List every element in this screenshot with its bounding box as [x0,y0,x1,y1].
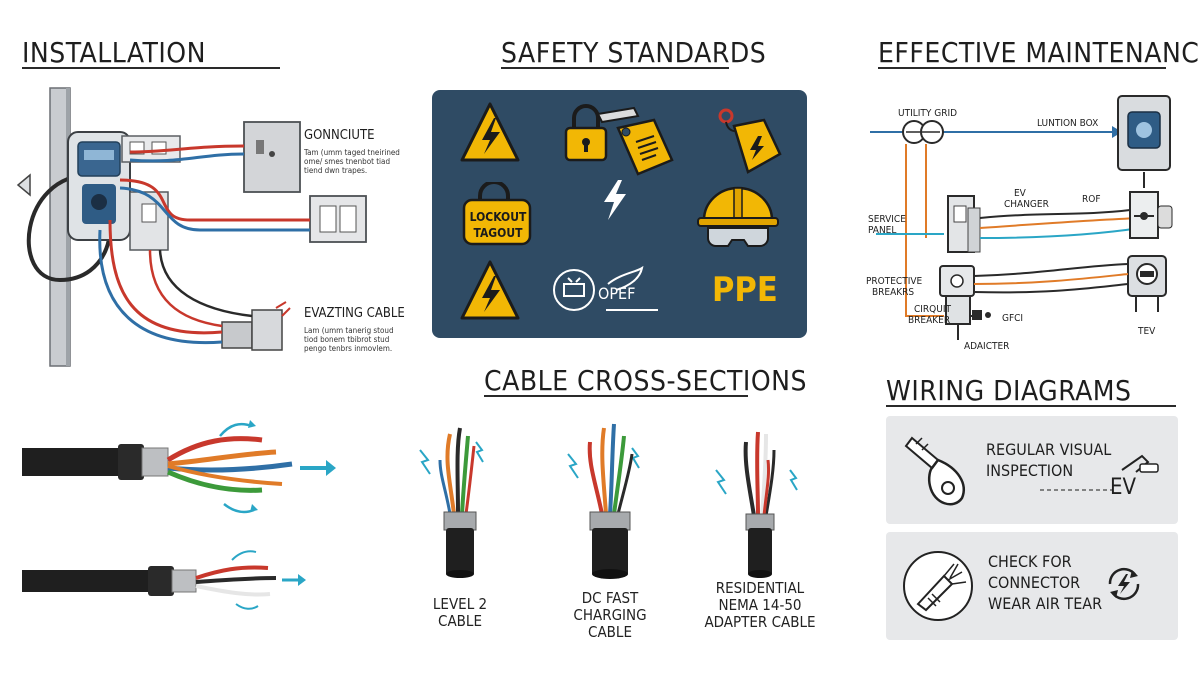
ev-charger-label-1: EV [1014,188,1026,199]
wiring-diagrams-heading: WIRING DIAGRAMS [886,374,1132,407]
dc-fast-cable-caption-3: CABLE [588,623,632,641]
installation-label-bottom: EVAZTING CABLE [304,306,405,321]
connector-wear-icon [903,551,973,621]
ev-plug-icon [1040,454,1159,491]
adapter-label: ADAICTER [964,341,1010,352]
installation-heading: INSTALLATION [22,36,206,69]
level2-cable-caption-1: LEVEL 2 [432,595,488,613]
nema-cable-caption-3: ADAPTER CABLE [704,613,816,631]
nema-cable-caption-2: NEMA 14-50 [718,596,802,614]
wiring-diagrams-heading-rule [886,405,1176,407]
connector-wear-text-2: CONNECTOR [988,573,1081,592]
warning-sign-icon [460,102,520,162]
effective-maintenance-heading-rule [878,67,1166,69]
tagout-text: TAGOUT [473,226,523,240]
installation-note-bottom-3: pengo tenbrs inmovlem. [304,344,393,353]
lockout-text: LOCKOUT [469,210,527,224]
gfci-label: GFCI [1002,313,1024,324]
utility-grid-label: UTILITY GRID [898,108,958,119]
dc-fast-cable-caption-1: DC FAST [581,589,639,607]
installation-heading-rule [22,67,280,69]
maintenance-wiring-diagram [870,95,1173,340]
installation-note-bottom-1: Lam (umm tanerig stoud [304,326,394,335]
protective-breakers-label-1: PROTECTIVE [866,276,923,287]
level2-cable-caption-2: CABLE [438,612,482,630]
visual-inspection-text-1: REGULAR VISUAL [986,440,1112,459]
installation-note-top-3: tiend dwn trapes. [304,166,368,175]
dc-fast-cable-caption-2: CHARGING [573,606,647,624]
stripped-cable-small [22,550,306,610]
installation-label-top: GONNCIUTE [304,128,375,143]
circuit-breaker-label-2: BREAKER [908,315,951,326]
hard-hat-goggles-icon [697,186,779,247]
installation-note-top-1: Tam (umm taged tneirined [304,148,400,157]
connector-wear-text-1: CHECK FOR [988,552,1072,571]
service-panel-label-2: PANEL [868,225,897,236]
installation-note-top-2: ome/ smes tnenbot tiad [304,157,391,166]
installation-note-bottom-2: tiod bonem tbibrot stud [304,335,390,344]
rof-label: ROF [1082,194,1101,205]
effective-maintenance-heading: EFFECTIVE MAINTENANCE [878,36,1200,69]
visual-inspection-text-2: INSPECTION [986,461,1074,480]
ev-charger-label-2: CHANGER [1004,199,1049,210]
nema-adapter-cable-section [715,431,798,578]
ev-tag-text: EV [1110,475,1137,500]
connector-wear-text-3: WEAR AIR TEAR [988,594,1103,613]
hanging-tag-icon [718,108,782,174]
junction-box-label: LUNTION BOX [1037,118,1099,129]
cable-cross-sections-heading-rule [484,395,748,397]
charge-cycle-icon [1108,567,1140,601]
installation-diagram [16,87,367,367]
opef-label: OPEF [598,284,636,303]
stripped-cable-large [22,420,336,514]
lockout-tagout-sign [462,182,532,246]
padlock-tag-icon [564,104,674,176]
ppe-label: PPE [712,270,778,310]
level2-cable-section [419,427,484,578]
safety-standards-heading: SAFETY STANDARDS [501,36,767,69]
warning-sign-2-icon [460,260,520,320]
tev-label: TEV [1138,326,1156,337]
safety-standards-heading-rule [501,67,729,69]
circuit-breaker-label-1: CIRQUIT [914,304,951,315]
opef-badge-icon [553,265,658,311]
protective-breakers-label-2: BREAKRS [872,287,915,298]
nema-cable-caption-1: RESIDENTIAL [715,579,805,597]
cable-cross-sections-heading: CABLE CROSS-SECTIONS [484,364,808,397]
dc-fast-cable-section [567,423,640,579]
inspection-connector-icon [904,436,965,506]
lightning-bolt-icon [604,180,626,220]
service-panel-label-1: SERVICE [868,214,906,225]
